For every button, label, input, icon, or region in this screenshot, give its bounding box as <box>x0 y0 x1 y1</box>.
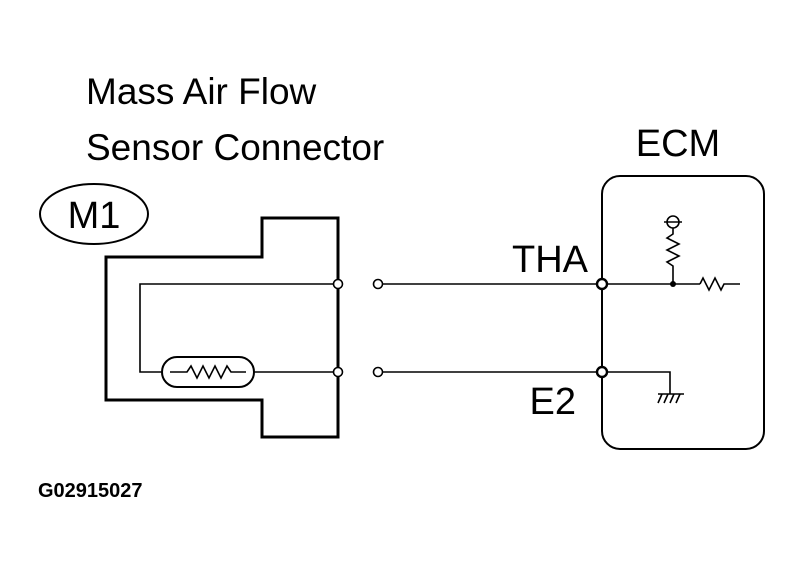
thermistor-resistor-icon <box>170 364 246 380</box>
pin-label-e2: E2 <box>530 381 576 423</box>
pullup-resistor-icon <box>665 228 681 284</box>
ecm-series-resistor-icon <box>699 276 740 292</box>
harness-terminal-tha <box>372 278 384 290</box>
ecm-box <box>601 175 765 450</box>
sensor-terminal-e2 <box>332 366 344 378</box>
pin-label-tha: THA <box>512 239 589 281</box>
figure-code: G02915027 <box>38 480 143 502</box>
sensor-terminal-tha <box>332 278 344 290</box>
sensor-internal-wire-top <box>139 283 338 373</box>
sensor-title-line2: Sensor Connector <box>86 127 384 168</box>
sensor-connector-housing <box>104 216 340 439</box>
ecm-terminal-e2 <box>595 365 609 379</box>
connector-id-oval <box>39 183 149 245</box>
sensor-title-line1: Mass Air Flow <box>86 71 317 112</box>
ecm-internal-e2-line <box>607 371 671 394</box>
thermistor-capsule <box>161 356 255 388</box>
ecm-label: ECM <box>636 123 720 165</box>
ground-icon <box>657 393 684 404</box>
harness-terminal-e2 <box>372 366 384 378</box>
ecm-terminal-tha <box>595 277 609 291</box>
connector-id-label: M1 <box>68 195 121 237</box>
